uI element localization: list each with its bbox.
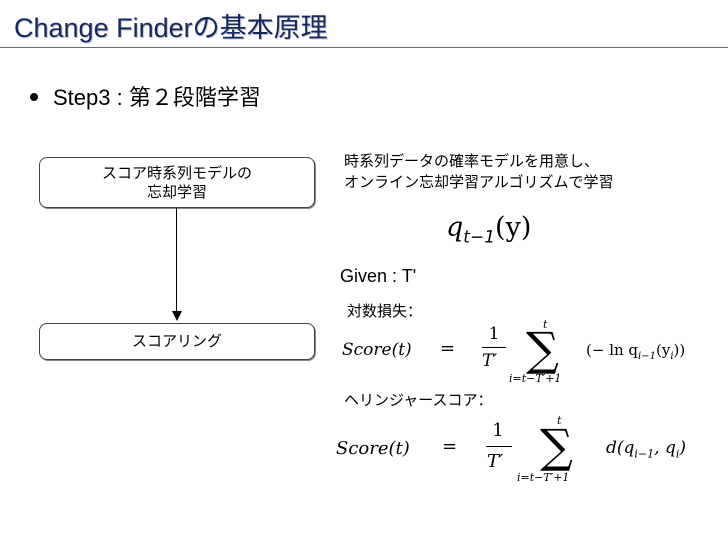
hellinger-fraction-bar <box>486 446 512 447</box>
hellinger-denominator: T′ <box>487 451 504 472</box>
hellinger-label: ヘリンジャースコア： <box>344 391 493 409</box>
formula-q-symbol: q <box>446 212 464 243</box>
log-loss-equals: = <box>440 338 456 359</box>
hellinger-term-sub2: i <box>675 447 680 461</box>
flow-arrow-shaft <box>176 208 177 312</box>
flow-box-forgetting-learning: スコア時系列モデルの 忘却学習 <box>39 157 315 208</box>
hellinger-term-end: ) <box>679 438 687 458</box>
log-loss-term-sub: i−1 <box>638 351 656 362</box>
hellinger-equals: = <box>442 436 458 457</box>
log-loss-term-end: )) <box>673 341 686 359</box>
log-loss-term: (− ln qi−1(yi)) <box>586 341 685 362</box>
flow-box-line1: スコア時系列モデルの <box>101 164 252 182</box>
hellinger-term-start: d(q <box>606 438 635 458</box>
hellinger-term: d(qi−1, qi) <box>606 438 686 460</box>
flow-box-scoring: スコアリング <box>39 323 315 360</box>
slide-title: Change Finderの基本原理 <box>14 13 328 43</box>
log-loss-sum-upper: t <box>543 318 548 331</box>
bullet-text: Step3 : 第２段階学習 <box>53 85 261 110</box>
description-line2: オンライン忘却学習アルゴリズムで学習 <box>344 173 614 191</box>
description-line1: 時系列データの確率モデルを用意し、 <box>344 152 600 170</box>
log-loss-numerator: 1 <box>488 324 500 344</box>
model-formula: qt−1(y) <box>446 212 531 247</box>
log-loss-sigma-icon: ∑ <box>526 322 559 376</box>
hellinger-sum-upper: t <box>557 414 562 427</box>
formula-q-argument: (y) <box>495 212 532 243</box>
log-loss-denominator: T′ <box>482 351 498 371</box>
hellinger-numerator: 1 <box>492 420 504 441</box>
log-loss-fraction-bar <box>482 347 506 348</box>
hellinger-sigma-icon: ∑ <box>540 419 573 473</box>
bullet-dot-icon <box>30 93 38 102</box>
hellinger-term-sub: i−1 <box>634 447 655 461</box>
log-loss-term-start: (− ln q <box>586 341 639 359</box>
log-loss-lhs: Score(t) <box>342 340 412 360</box>
hellinger-lhs: Score(t) <box>336 438 410 459</box>
title-divider <box>0 47 728 48</box>
formula-q-subscript: t−1 <box>463 227 496 248</box>
bullet-item: Step3 : 第２段階学習 <box>30 80 261 112</box>
hellinger-sum-lower: i=t−T′+1 <box>517 471 570 484</box>
log-loss-sum-lower: i=t−T′+1 <box>509 372 562 385</box>
description: 時系列データの確率モデルを用意し、 オンライン忘却学習アルゴリズムで学習 <box>344 151 614 193</box>
log-loss-label: 対数損失： <box>347 302 423 320</box>
flow-box-line2: 忘却学習 <box>146 183 207 201</box>
flow-arrow-head-icon <box>172 311 182 321</box>
log-loss-term-sub2: i <box>670 351 674 362</box>
flow-box-label: スコアリング <box>131 332 222 350</box>
given-text: Given : T' <box>340 266 417 286</box>
log-loss-term-rest: (y <box>655 341 671 359</box>
hellinger-term-rest: , q <box>654 438 676 458</box>
